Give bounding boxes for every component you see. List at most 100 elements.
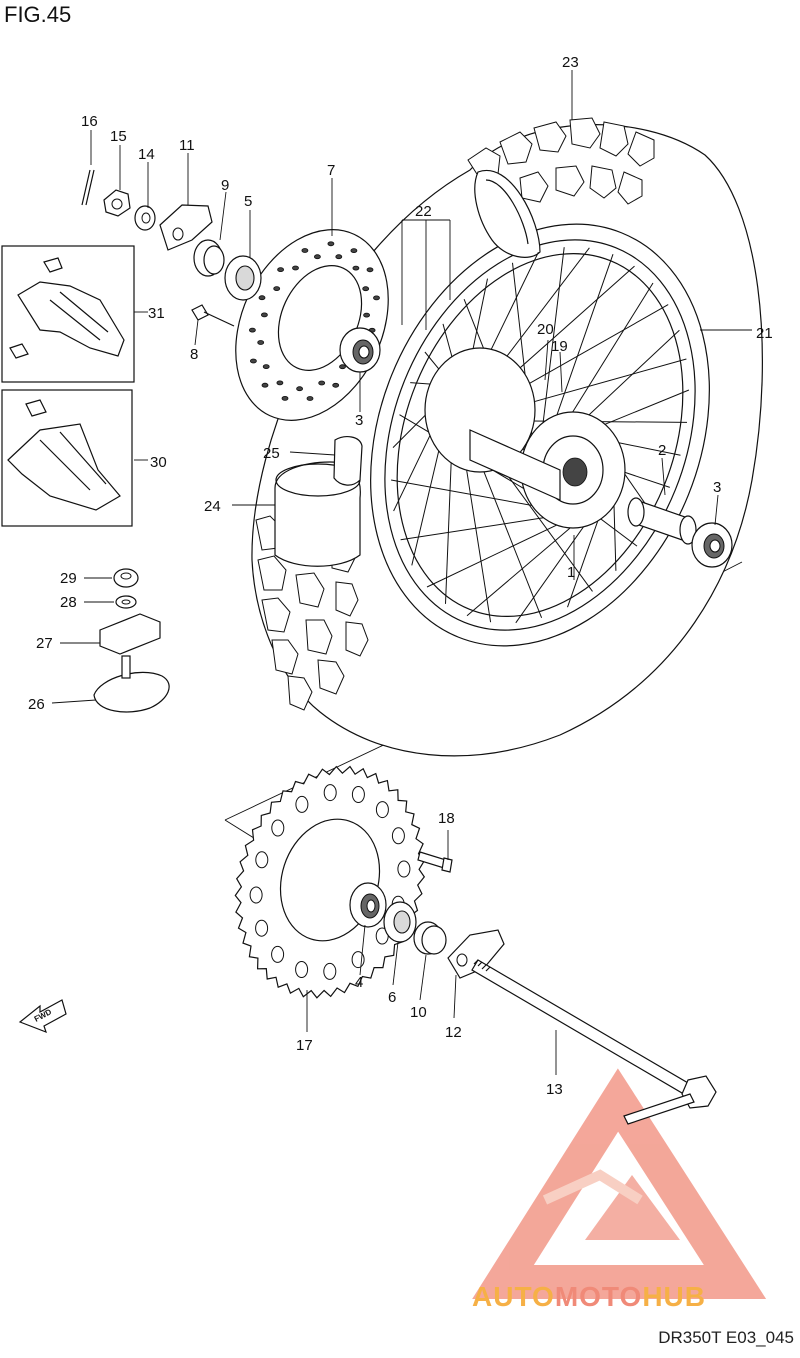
disc-hole <box>257 340 265 345</box>
callout-29: 29 <box>60 570 77 587</box>
spoke <box>540 247 565 445</box>
callout-25: 25 <box>263 445 280 462</box>
spoke <box>482 251 539 367</box>
disc-hole <box>262 364 270 370</box>
callout-27: 27 <box>36 635 53 652</box>
wheel-bearing-right[interactable] <box>691 522 733 568</box>
callout-10: 10 <box>410 1004 427 1021</box>
spoke <box>549 254 614 434</box>
spoke <box>562 282 654 428</box>
disc-hole <box>363 312 371 318</box>
disc-hole <box>306 396 314 401</box>
sprocket-hole <box>249 886 263 904</box>
chain-adjuster-11[interactable] <box>159 204 213 251</box>
spoke <box>515 304 669 392</box>
watermark-brand-hub: HUB <box>642 1281 706 1312</box>
collar-10[interactable] <box>413 921 447 955</box>
spoke <box>476 453 543 618</box>
bolt-8[interactable] <box>191 304 235 327</box>
callout-18: 18 <box>438 810 455 827</box>
callout-9: 9 <box>221 177 229 194</box>
watermark-logo <box>472 1068 767 1299</box>
spoke <box>463 450 492 623</box>
castle-nut[interactable] <box>103 189 131 217</box>
callout-30: 30 <box>150 454 167 471</box>
sprocket-hole <box>271 819 285 837</box>
disc-hole <box>260 312 268 318</box>
callout-3-upper: 3 <box>355 412 363 429</box>
disc-hole <box>281 395 289 401</box>
wheel-hub[interactable] <box>424 347 626 529</box>
disc-hole <box>362 286 370 292</box>
wheel-bearing[interactable] <box>339 327 381 373</box>
rear-axle[interactable] <box>471 959 717 1125</box>
sprocket-hole <box>295 795 309 813</box>
callout-2: 2 <box>658 442 666 459</box>
watermark-brand-moto: MOTO <box>555 1281 642 1312</box>
sprocket-hole <box>391 827 405 845</box>
callout-24: 24 <box>204 498 221 515</box>
callout-labels: 1 2 3 3 4 5 6 7 8 9 10 11 12 13 14 15 16… <box>28 54 773 1098</box>
forward-direction-arrow: FWD <box>18 999 67 1034</box>
callout-5: 5 <box>244 193 252 210</box>
disc-hole <box>352 265 360 271</box>
washer-28[interactable] <box>115 595 137 609</box>
callout-23: 23 <box>562 54 579 71</box>
figure-title: FIG.45 <box>4 2 72 27</box>
callout-21: 21 <box>756 325 773 342</box>
washer-14[interactable] <box>134 205 156 231</box>
disc-hole <box>273 286 281 292</box>
callout-17: 17 <box>296 1037 313 1054</box>
chain-adjuster-12[interactable] <box>447 929 505 979</box>
disc-hole <box>301 248 309 253</box>
callout-14: 14 <box>138 146 155 163</box>
callout-13: 13 <box>546 1081 563 1098</box>
tube[interactable] <box>474 169 541 258</box>
cap-25[interactable] <box>333 436 363 486</box>
disc-hole <box>277 267 285 273</box>
cotter-pin[interactable] <box>81 169 95 206</box>
callout-6: 6 <box>388 989 396 1006</box>
disc-hole <box>292 265 299 271</box>
disc-hole <box>350 248 358 254</box>
spoke <box>496 247 590 371</box>
callout-4: 4 <box>355 974 363 991</box>
callout-19: 19 <box>551 338 568 355</box>
disc-hole <box>327 241 335 247</box>
callout-31: 31 <box>148 305 165 322</box>
sprocket-hole <box>375 801 389 819</box>
rim-lock-plate-27[interactable] <box>99 613 161 655</box>
callout-26: 26 <box>28 696 45 713</box>
callout-28: 28 <box>60 594 77 611</box>
spoke <box>400 513 570 541</box>
spoke <box>590 389 690 431</box>
rear-sprocket[interactable] <box>234 765 426 999</box>
sprocket-hole <box>323 784 337 802</box>
guard-box-30[interactable] <box>1 389 133 527</box>
spacer[interactable] <box>627 497 697 545</box>
disc-hole <box>373 295 380 301</box>
disc-hole <box>249 358 257 364</box>
spoke <box>507 265 635 379</box>
watermark-brand-auto: AUTO <box>472 1281 555 1312</box>
callout-20: 20 <box>537 321 554 338</box>
spoke <box>391 479 556 511</box>
disc-hole <box>335 254 343 260</box>
disc-hole <box>296 386 304 392</box>
rim-lock-26[interactable] <box>93 655 170 713</box>
disc-hole <box>318 380 326 386</box>
svg-text:AUTOMOTOHUB: AUTOMOTOHUB <box>472 1281 706 1312</box>
callout-7: 7 <box>327 162 335 179</box>
disc-guard-box-31[interactable] <box>1 245 135 383</box>
sprocket-bolt[interactable] <box>417 851 453 873</box>
spoke <box>576 329 680 427</box>
collar-9[interactable] <box>193 239 225 277</box>
nut-29[interactable] <box>113 568 139 588</box>
bearing-4[interactable] <box>349 882 387 928</box>
oil-seal-6[interactable] <box>383 901 417 943</box>
oil-seal-5[interactable] <box>224 255 262 301</box>
disc-hole <box>366 267 374 273</box>
disc-hole <box>248 327 256 333</box>
sprocket-hole <box>255 919 269 937</box>
